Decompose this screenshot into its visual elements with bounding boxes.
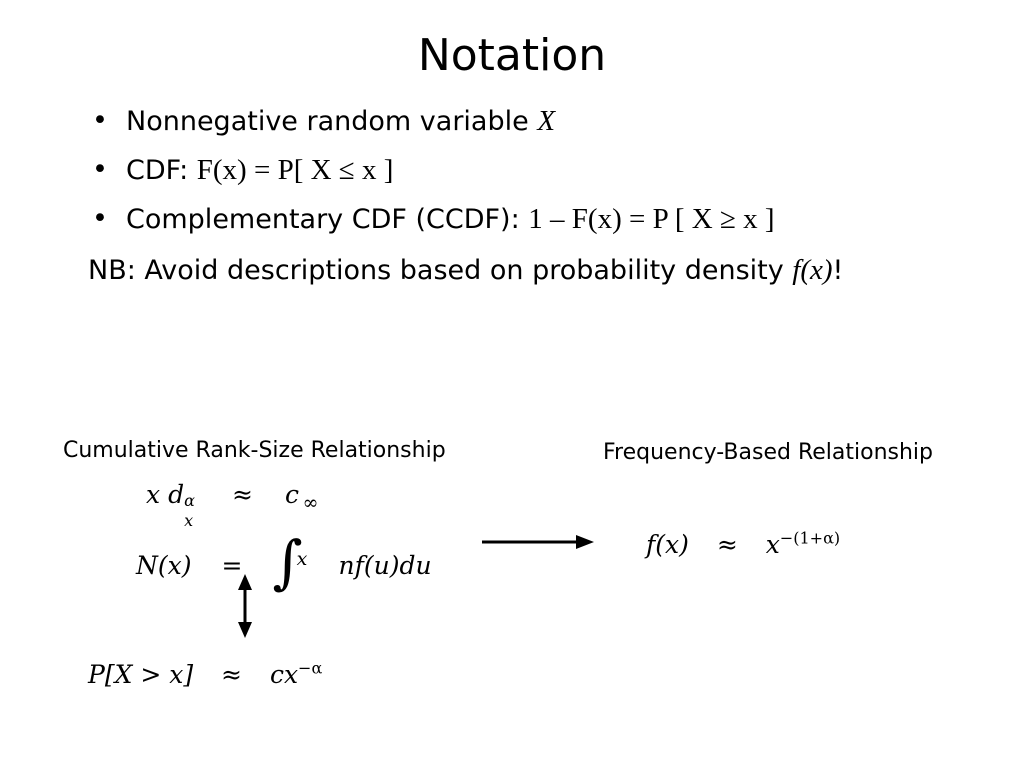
bullet-text: Complementary CDF (CCDF): [126,204,529,235]
bullet-math: F(x) = P[ X ≤ x ] [196,154,394,186]
eq-rank-x: x [146,480,161,509]
integral-sign: ∫ [272,528,303,596]
eq-rank-d: d [168,480,185,509]
integral-lower-limit: x [296,548,308,570]
eq-count-op: = [221,551,243,580]
bullet-marker: • [92,203,108,234]
bullet-ccdf: • Complementary CDF (CCDF): 1 – F(x) = P… [92,198,775,247]
eq-freq-exp: −(1+α) [779,528,841,548]
bullet-marker: • [92,105,108,136]
equation-frequency: f(x) ≈ x−(1+α) [646,530,840,559]
eq-ccdf-lhs: P[X > x] [88,660,194,689]
right-arrow [482,535,594,549]
bullet-math: X [537,105,556,137]
nb-math: f(x) [792,254,833,286]
nb-note: NB: Avoid descriptions based on probabil… [88,249,843,292]
bullet-text: Nonnegative random variable [126,106,538,137]
integral-upper-limit: ∞ [302,492,319,514]
eq-ccdf-op: ≈ [221,660,242,689]
eq-ccdf-base: cx [269,660,299,689]
eq-count-lhs: N(x) [136,551,192,580]
integral-limits: ∞x [297,492,331,570]
eq-freq-op: ≈ [716,530,738,559]
eq-freq-base: x [765,530,780,559]
bullet-list: • Nonnegative random variable X • CDF: F… [92,100,775,247]
eq-rank-rhs: c [284,480,299,509]
equation-count: N(x) = ∫∞x nf(u)du [136,492,432,596]
nb-tail: ! [832,255,844,286]
eq-count-integrand: nf(u)du [338,551,432,580]
nb-text: NB: Avoid descriptions based on probabil… [88,255,793,286]
equation-ccdf: P[X > x] ≈ cx−α [88,660,322,689]
bullet-random-variable: • Nonnegative random variable X [92,100,775,149]
eq-freq-lhs: f(x) [646,530,689,559]
eq-rank-op: ≈ [232,480,253,509]
bullet-math: 1 – F(x) = P [ X ≥ x ] [528,203,775,235]
left-caption: Cumulative Rank-Size Relationship [63,438,446,463]
bullet-marker: • [92,154,108,185]
eq-rank-sub: x [184,511,194,530]
bullet-text: CDF: [126,155,197,186]
bullet-cdf: • CDF: F(x) = P[ X ≤ x ] [92,149,775,198]
eq-ccdf-exp: −α [298,658,323,678]
slide-title: Notation [417,30,607,81]
eq-rank-sup: α [184,491,195,510]
right-caption: Frequency-Based Relationship [603,440,933,465]
double-vertical-arrow [238,574,252,638]
